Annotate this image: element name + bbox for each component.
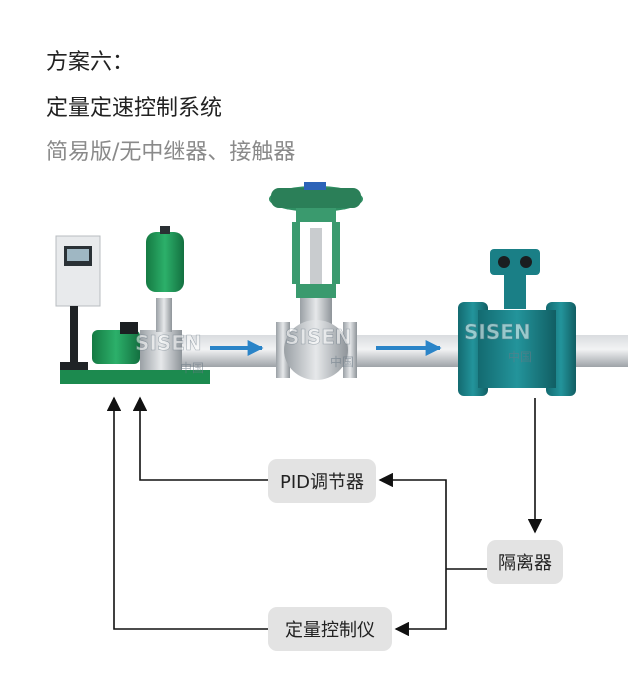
svg-text:中国: 中国 xyxy=(180,360,204,375)
control-cabinet xyxy=(55,235,101,370)
quantitative-controller-box: 定量控制仪 xyxy=(268,607,392,651)
system-title: 定量定速控制系统 xyxy=(46,96,223,121)
booster-pump xyxy=(60,226,210,384)
system-subtitle: 简易版/无中继器、接触器 xyxy=(46,140,296,165)
svg-text:SISEN: SISEN xyxy=(135,331,202,355)
scheme-number: 方案六： xyxy=(46,50,135,75)
signal-pid-to-pump xyxy=(132,396,268,481)
pid-controller-label: PID调节器 xyxy=(279,472,365,493)
svg-text:中国: 中国 xyxy=(330,354,354,369)
watermark-logo: SISEN 中国 SISEN 中国 SISEN 中国 xyxy=(135,320,532,375)
signal-controller-to-pump xyxy=(106,396,268,630)
svg-text:SISEN: SISEN xyxy=(464,320,531,344)
svg-text:SISEN: SISEN xyxy=(285,325,352,349)
isolator-box: 隔离器 xyxy=(487,540,563,584)
svg-text:中国: 中国 xyxy=(508,349,532,364)
signal-to-pid xyxy=(378,472,447,569)
flow-meter xyxy=(458,249,576,396)
control-valve xyxy=(269,182,363,380)
quantitative-controller-label: 定量控制仪 xyxy=(285,620,375,641)
signal-to-controller xyxy=(394,569,447,637)
pid-controller-box: PID调节器 xyxy=(268,459,376,503)
isolator-label: 隔离器 xyxy=(498,553,552,574)
